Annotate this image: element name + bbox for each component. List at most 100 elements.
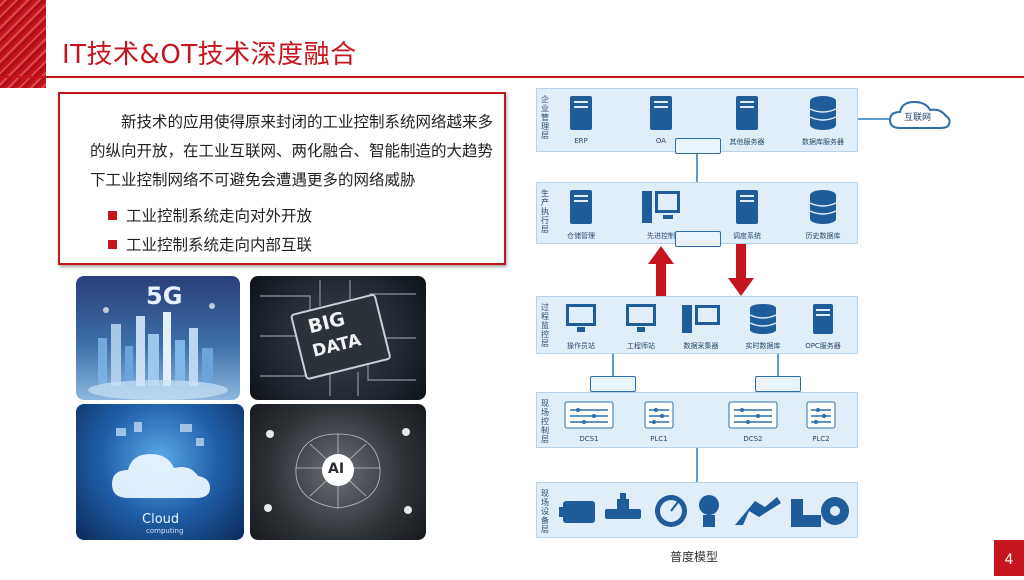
field-devices-icons [559, 493, 849, 527]
node-label: 先进控制 [647, 232, 675, 240]
ai-label: AI [328, 461, 345, 477]
node-label: 历史数据库 [805, 232, 841, 240]
node-operator-station: 操作员站 [551, 303, 611, 351]
controller-icon [644, 401, 674, 429]
server-icon [813, 304, 833, 334]
node-plc2: PLC2 [791, 401, 851, 443]
field-link-line [696, 448, 698, 482]
node-label: 实时数据库 [745, 342, 781, 350]
controller-icon [564, 401, 614, 429]
text-box: 新技术的应用使得原来封闭的工业控制系统网络越来多的纵向开放，在工业互联网、两化融… [58, 92, 506, 265]
image-ai-brain: AI [250, 404, 426, 540]
server-icon [736, 190, 758, 224]
layer-label: 现场设备层 [541, 489, 549, 534]
node-label: 数据库服务器 [802, 138, 844, 146]
computing-label: computing [146, 527, 184, 535]
title-divider [0, 76, 1024, 78]
page-number: 4 [994, 540, 1024, 576]
bullet-square-icon [108, 211, 117, 220]
image-big-data-chip: BIG DATA [250, 276, 426, 400]
internet-cloud: 互联网 [888, 98, 952, 134]
server-icon [570, 190, 592, 224]
bullet-text: 工业控制系统走向对外开放 [126, 207, 313, 225]
node-erp: ERP [551, 95, 611, 145]
server-icon [570, 96, 592, 130]
layer-label: 过程监控层 [541, 303, 549, 348]
node-engineer-station: 工程师站 [611, 303, 671, 351]
internet-link-line [856, 118, 892, 120]
node-label: 仓储管理 [567, 232, 595, 240]
cloud-icon [888, 100, 951, 129]
bullet-item-2: 工业控制系统走向内部互联 [108, 233, 312, 255]
image-cloud-computing: Cloud computing [76, 404, 244, 540]
layer-label: 企业管理层 [541, 95, 549, 140]
controller-icon [806, 401, 836, 429]
node-label: PLC2 [812, 435, 830, 443]
node-label: DCS1 [579, 435, 599, 443]
node-label: OA [655, 137, 667, 145]
node-db-server: 数据库服务器 [793, 95, 853, 147]
ai-brain-icon [264, 428, 412, 514]
layer-label: 生产执行层 [541, 189, 549, 234]
link-line [612, 354, 614, 376]
city-skyline-icon [88, 303, 228, 400]
link-line [777, 354, 779, 376]
server-icon [736, 96, 758, 130]
database-icon [749, 304, 777, 334]
bullet-item-1: 工业控制系统走向对外开放 [108, 204, 312, 226]
node-history-db: 历史数据库 [793, 189, 853, 241]
database-icon [809, 190, 837, 224]
layer-supervision: 过程监控层 操作员站 工程师站 数据采集器 实时数据库 OPC服务器 [536, 296, 858, 354]
node-label: DCS2 [743, 435, 763, 443]
internet-label: 互联网 [904, 113, 932, 123]
intro-paragraph: 新技术的应用使得原来封闭的工业控制系统网络越来多的纵向开放，在工业互联网、两化融… [90, 113, 494, 189]
diagram-caption: 普度模型 [670, 550, 719, 564]
corner-decoration [0, 0, 46, 88]
image-5g-city: 5G [76, 276, 240, 400]
node-other-server: 其他服务器 [717, 95, 777, 147]
bullet-text: 工业控制系统走向内部互联 [126, 236, 313, 254]
layer-enterprise: 企业管理层 ERP OA 其他服务器 数据库服务器 [536, 88, 858, 152]
node-warehouse: 仓储管理 [551, 189, 611, 241]
switch-icon [755, 376, 801, 392]
arrow-up-icon [648, 246, 674, 298]
node-label: 数据采集器 [683, 342, 719, 350]
server-icon [650, 96, 672, 130]
switch-icon [590, 376, 636, 392]
node-label: OPC服务器 [805, 342, 841, 350]
node-dcs1: DCS1 [559, 401, 619, 443]
uplink-line [696, 150, 698, 190]
workstation-icon [682, 305, 720, 333]
node-label: 其他服务器 [729, 138, 765, 146]
bullet-square-icon [108, 240, 117, 249]
node-oa: OA [631, 95, 691, 145]
monitor-icon [566, 304, 596, 332]
node-advanced-control: 先进控制 [631, 189, 691, 241]
node-data-collector: 数据采集器 [671, 303, 731, 351]
workstation-icon [642, 191, 680, 223]
node-realtime-db: 实时数据库 [733, 303, 793, 351]
circuit-chip-icon [260, 280, 416, 396]
layer-field-devices: 现场设备层 [536, 482, 858, 538]
cloud-label: Cloud [142, 512, 180, 527]
node-label: 操作员站 [567, 342, 595, 350]
node-plc1: PLC1 [629, 401, 689, 443]
node-label: ERP [574, 137, 588, 145]
node-label: PLC1 [650, 435, 668, 443]
node-label: 调度系统 [733, 232, 761, 240]
switch-icon [675, 138, 721, 154]
controller-icon [728, 401, 778, 429]
switch-icon [675, 231, 721, 247]
node-label: 工程师站 [627, 342, 655, 350]
layer-control: 现场控制层 DCS1 PLC1 DCS2 PLC2 [536, 392, 858, 448]
cloud-icon [112, 422, 210, 498]
arrow-down-icon [728, 244, 754, 296]
node-dispatch: 调度系统 [717, 189, 777, 241]
monitor-icon [626, 304, 656, 332]
layer-label: 现场控制层 [541, 399, 549, 444]
node-opc-server: OPC服务器 [793, 303, 853, 351]
5g-label: 5G [146, 282, 183, 310]
slide-title: IT技术&OT技术深度融合 [62, 40, 357, 70]
node-dcs2: DCS2 [723, 401, 783, 443]
database-icon [809, 96, 837, 130]
